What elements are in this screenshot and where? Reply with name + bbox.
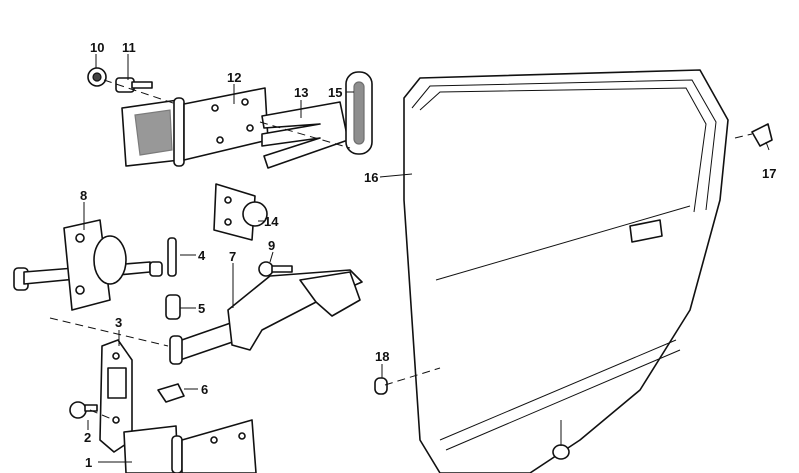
bolt-9-part[interactable] xyxy=(258,261,293,277)
callout-6: 6 xyxy=(201,382,208,397)
reinforcement-plate-part[interactable] xyxy=(99,339,133,453)
callout-10: 10 xyxy=(90,40,104,55)
callout-8: 8 xyxy=(80,188,87,203)
bolt-2-part[interactable] xyxy=(69,401,98,419)
callout-4: 4 xyxy=(198,248,206,263)
grommet-part[interactable] xyxy=(345,71,373,155)
trim-clip-part[interactable] xyxy=(751,123,773,147)
callout-12: 12 xyxy=(227,70,241,85)
drain-grommet-part[interactable] xyxy=(552,444,570,460)
nut-part[interactable] xyxy=(87,67,107,87)
bushing-part[interactable] xyxy=(165,294,181,320)
door-hinge-bracket-part[interactable] xyxy=(169,269,363,365)
callout-11: 11 xyxy=(122,40,136,55)
clip-part[interactable] xyxy=(157,383,185,403)
callout-14: 14 xyxy=(264,214,279,229)
plate-part[interactable] xyxy=(213,183,268,241)
callout-7: 7 xyxy=(229,249,236,264)
callout-17: 17 xyxy=(762,166,776,181)
hinge-pin-part[interactable] xyxy=(167,237,177,277)
door-shell-part[interactable] xyxy=(403,69,729,473)
callout-13: 13 xyxy=(294,85,308,100)
door-check-link-part[interactable] xyxy=(13,219,163,311)
callout-16: 16 xyxy=(364,170,378,185)
leader-lines xyxy=(49,54,770,463)
callout-2: 2 xyxy=(84,430,91,445)
callout-3: 3 xyxy=(115,315,122,330)
callout-15: 15 xyxy=(328,85,342,100)
callout-5: 5 xyxy=(198,301,205,316)
callout-1: 1 xyxy=(85,455,92,470)
plug-part[interactable] xyxy=(374,377,388,395)
lower-hinge-part[interactable] xyxy=(123,419,257,473)
callout-9: 9 xyxy=(268,238,275,253)
upper-hinge-part[interactable] xyxy=(121,87,269,167)
callout-18: 18 xyxy=(375,349,389,364)
